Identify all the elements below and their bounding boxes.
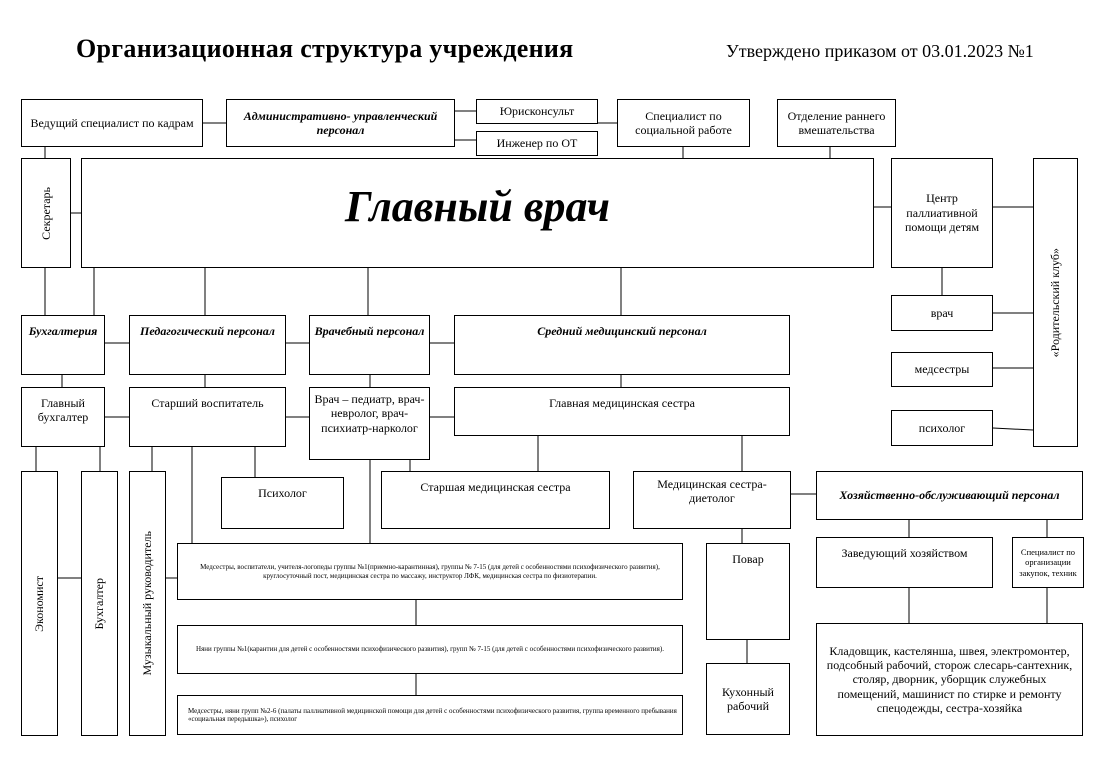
psychologist-box: Психолог <box>221 477 344 529</box>
music-director-box: Музыкальный руководитель <box>129 471 166 736</box>
dietitian-nurse-box: Медицинская сестра-диетолог <box>633 471 791 529</box>
senior-nurse-box: Старшая медицинская сестра <box>381 471 610 529</box>
pal-doctor-box: врач <box>891 295 993 331</box>
doctors-box: Врач – педиатр, врач-невролог, врач-псих… <box>309 387 430 460</box>
kitchen-worker-box: Кухонный рабочий <box>706 663 790 735</box>
cook-box: Повар <box>706 543 790 640</box>
mid-medical-dept-box: Средний медицинский персонал <box>454 315 790 375</box>
parents-club-label: «Родительский клуб» <box>1048 247 1063 358</box>
group2-6-staff-box: Медсестры, няни групп №2-6 (палаты палли… <box>177 695 683 735</box>
household-manager-box: Заведующий хозяйством <box>816 537 993 588</box>
service-workers-box: Кладовщик, кастелянша, швея, электромонт… <box>816 623 1083 736</box>
secretary-box: Секретарь <box>21 158 71 268</box>
approval-note: Утверждено приказом от 03.01.2023 №1 <box>726 41 1034 61</box>
chief-accountant-box: Главный бухгалтер <box>21 387 105 447</box>
parents-club-box: «Родительский клуб» <box>1033 158 1078 447</box>
accountant-box: Бухгалтер <box>81 471 118 736</box>
group1-staff-box: Медсестры, воспитатели, учителя-логопеды… <box>177 543 683 600</box>
procurement-specialist-box: Специалист по организации закупок, техни… <box>1012 537 1084 588</box>
music-director-label: Музыкальный руководитель <box>140 531 155 676</box>
early-intervention-box: Отделение раннего вмешательства <box>777 99 896 147</box>
accounting-dept-box: Бухгалтерия <box>21 315 105 375</box>
pedagogical-dept-box: Педагогический персонал <box>129 315 286 375</box>
accountant-label: Бухгалтер <box>92 577 107 630</box>
pal-psychologist-box: психолог <box>891 410 993 446</box>
head-nurse-box: Главная медицинская сестра <box>454 387 790 436</box>
nannies-box: Няни группы №1(карантин для детей с особ… <box>177 625 683 674</box>
senior-educator-box: Старший воспитатель <box>129 387 286 447</box>
economist-box: Экономист <box>21 471 58 736</box>
page-title: Организационная структура учреждения <box>76 34 574 63</box>
safety-engineer-box: Инженер по ОТ <box>476 131 598 156</box>
hr-specialist-box: Ведущий специалист по кадрам <box>21 99 203 147</box>
palliative-center-box: Центр паллиативной помощи детям <box>891 158 993 268</box>
medical-dept-box: Врачебный персонал <box>309 315 430 375</box>
economist-label: Экономист <box>32 575 47 632</box>
secretary-label: Секретарь <box>38 186 53 240</box>
social-worker-box: Специалист по социальной работе <box>617 99 750 147</box>
chief-doctor-box: Главный врач <box>81 158 874 268</box>
admin-staff-box: Административно- управленческий персонал <box>226 99 455 147</box>
pal-nurses-box: медсестры <box>891 352 993 387</box>
household-staff-box: Хозяйственно-обслуживающий персонал <box>816 471 1083 520</box>
legal-adviser-box: Юрисконсульт <box>476 99 598 124</box>
